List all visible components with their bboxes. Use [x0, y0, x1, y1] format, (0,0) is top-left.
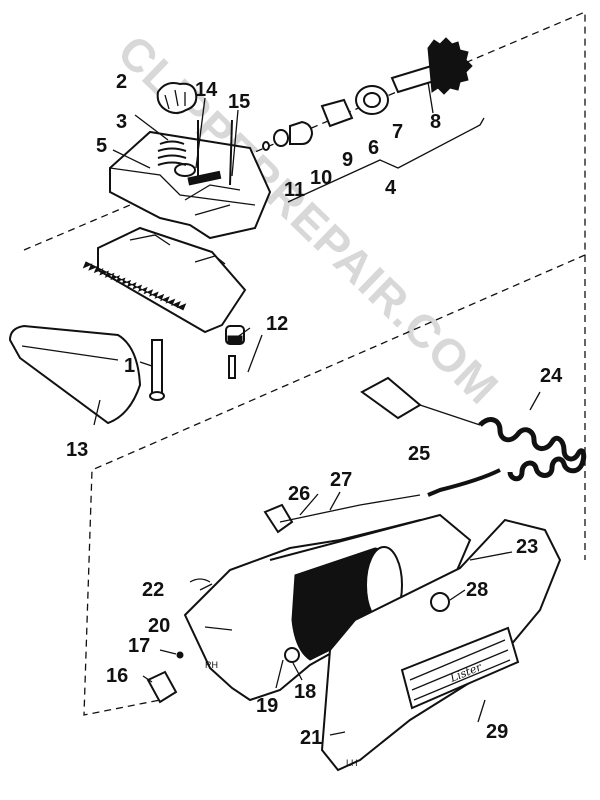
cutter-blade	[82, 226, 247, 334]
shaft-bracket-4	[287, 117, 485, 203]
housing-mark-rh: RH	[205, 660, 218, 670]
label-26: 26	[288, 483, 310, 505]
label-3: 3	[116, 111, 127, 133]
label-7: 7	[392, 121, 403, 143]
label-10: 10	[310, 167, 332, 189]
part-labels: 2 14 15 3 5 9 6 7 8 11 10 4 12 1 24 13 2…	[66, 71, 563, 749]
label-19: 19	[256, 695, 278, 717]
label-12: 12	[266, 313, 288, 335]
label-14: 14	[195, 79, 218, 101]
label-28: 28	[466, 579, 488, 601]
blade-cover	[8, 324, 142, 425]
label-21: 21	[300, 727, 322, 749]
internal-wiring	[263, 494, 421, 534]
label-13: 13	[66, 439, 88, 461]
label-2: 2	[116, 71, 127, 93]
label-8: 8	[430, 111, 441, 133]
pivot-pin	[149, 339, 165, 401]
drive-shaft-parts	[262, 37, 473, 151]
label-23: 23	[516, 536, 538, 558]
label-18: 18	[294, 681, 316, 703]
label-16: 16	[106, 665, 128, 687]
pin-and-collar-12	[225, 325, 245, 379]
power-cord	[360, 376, 587, 497]
housing-right-half: Lister	[320, 518, 562, 772]
label-5: 5	[96, 135, 107, 157]
cutter-head-housing	[109, 130, 272, 240]
leader-lines	[93, 81, 541, 736]
label-11: 11	[284, 179, 305, 201]
housing-mark-lh: LH	[346, 758, 358, 768]
label-4: 4	[385, 177, 397, 199]
tension-spring	[157, 140, 187, 166]
label-29: 29	[486, 721, 508, 743]
label-22: 22	[142, 579, 164, 601]
tension-knob	[156, 82, 198, 114]
label-15: 15	[228, 91, 250, 113]
label-25: 25	[408, 443, 430, 465]
label-17: 17	[128, 635, 150, 657]
label-6: 6	[368, 137, 379, 159]
label-27: 27	[330, 469, 352, 491]
label-24: 24	[540, 365, 563, 387]
small-parts	[146, 578, 450, 704]
label-9: 9	[342, 149, 353, 171]
label-20: 20	[148, 615, 170, 637]
assembly-boundaries	[23, 11, 586, 716]
label-1: 1	[124, 355, 135, 377]
